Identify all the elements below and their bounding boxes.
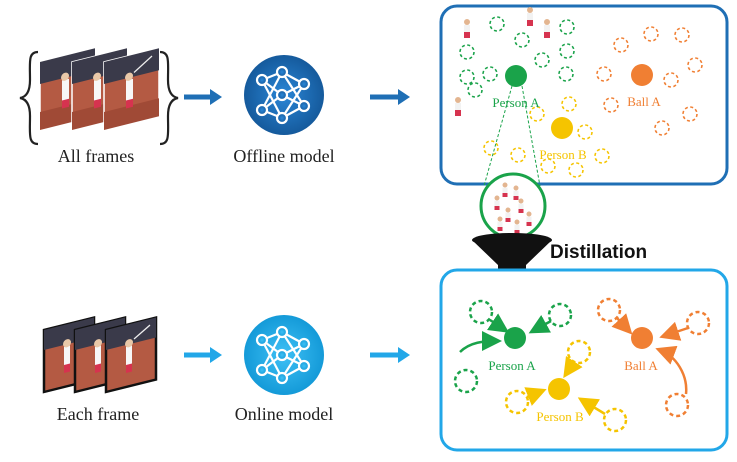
offline-result-panel [439, 4, 729, 186]
right-arrow-icon [370, 347, 410, 363]
person-thumbnail [464, 19, 470, 38]
person-a-label: Person A [492, 95, 540, 110]
each-frame-label: Each frame [57, 404, 139, 424]
ball-a-label: Ball A [627, 94, 661, 109]
all-frames-label: All frames [58, 146, 134, 166]
right-arrow-icon [184, 347, 222, 363]
person-a-centroid [505, 65, 527, 87]
curly-brace-left [19, 50, 39, 146]
frame-stack-each [42, 315, 158, 394]
offline-model-label: Offline model [233, 146, 334, 166]
frame-stack-all [39, 47, 160, 131]
online-model-label: Online model [235, 404, 333, 424]
online-result-panel [439, 268, 729, 452]
person-b-label: Person B [539, 147, 587, 162]
distillation-label: Distillation [550, 242, 647, 263]
person-a-label: Person A [488, 358, 536, 373]
curly-brace-right [159, 50, 179, 146]
association-arrows [459, 313, 689, 417]
person-a-centroid [504, 327, 526, 349]
person-thumbnail [544, 19, 550, 38]
offline-green-candidates [459, 16, 575, 98]
offline-yellow-candidates [483, 96, 610, 178]
person-thumbnail [455, 97, 461, 116]
video-frame [103, 47, 160, 131]
person-b-centroid [548, 378, 570, 400]
right-arrow-icon [370, 89, 410, 105]
person-b-label: Person B [536, 409, 584, 424]
video-frame [104, 315, 158, 394]
neural-network-icon [244, 315, 324, 395]
person-b-centroid [551, 117, 573, 139]
neural-network-icon [244, 55, 324, 135]
ball-a-centroid [631, 327, 653, 349]
zoom-circle [479, 172, 547, 240]
offline-orange-candidates [596, 26, 703, 136]
person-thumbnail [527, 7, 533, 26]
zoom-lines [483, 85, 541, 187]
ball-a-label: Ball A [624, 358, 658, 373]
right-arrow-icon [184, 89, 222, 105]
ball-a-centroid [631, 64, 653, 86]
